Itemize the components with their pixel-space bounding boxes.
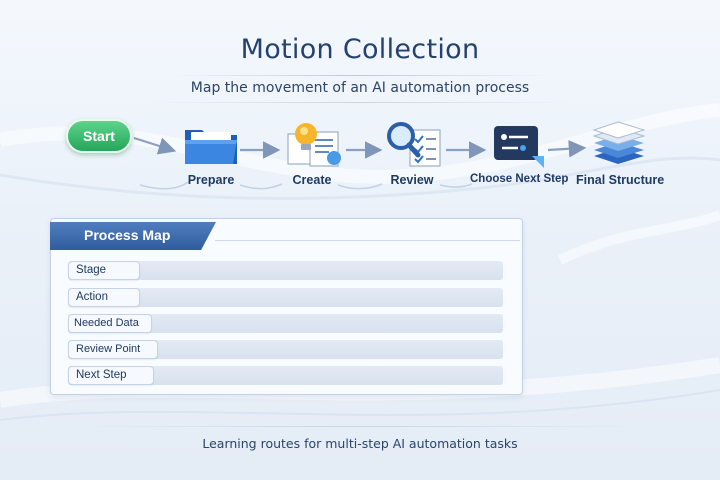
process-row-label[interactable]: Needed Data	[68, 314, 152, 333]
title-divider	[170, 75, 550, 76]
step-label-create: Create	[292, 173, 332, 187]
arrow-choose-to-final	[547, 139, 587, 158]
footer-caption: Learning routes for multi-step AI automa…	[202, 436, 518, 451]
process-row-label[interactable]: Review Point	[68, 340, 158, 359]
step-label-prepare: Prepare	[187, 173, 235, 187]
process-row-label[interactable]: Stage	[68, 261, 140, 280]
process-row-bar	[68, 261, 503, 280]
process-row-label[interactable]: Action	[68, 288, 140, 307]
step-label-choose-next-step: Choose Next Step	[470, 173, 569, 185]
arrow-start-to-prepare	[133, 136, 177, 155]
start-node[interactable]: Start	[66, 119, 132, 153]
stacked-layers-icon	[592, 121, 646, 164]
decision-panel-icon	[494, 126, 544, 168]
process-row-bar	[68, 340, 503, 359]
page-title: Motion Collection	[240, 34, 480, 65]
process-row-label[interactable]: Next Step	[68, 366, 154, 385]
lightbulb-document-icon	[287, 123, 341, 167]
process-row-bar	[68, 314, 503, 333]
step-label-final-structure: Final Structure	[576, 173, 665, 187]
process-row-bar	[68, 288, 503, 307]
process-row-bar	[68, 366, 503, 385]
process-map-tab	[50, 222, 216, 250]
subtitle-divider	[150, 102, 570, 103]
folder-icon	[185, 130, 237, 164]
process-map-title: Process Map	[84, 227, 171, 243]
magnifier-checklist-icon	[387, 122, 441, 167]
footer-divider	[80, 426, 640, 427]
page-subtitle: Map the movement of an AI automation pro…	[190, 80, 530, 96]
step-label-review: Review	[390, 173, 434, 187]
panel-header-divider	[215, 240, 520, 241]
